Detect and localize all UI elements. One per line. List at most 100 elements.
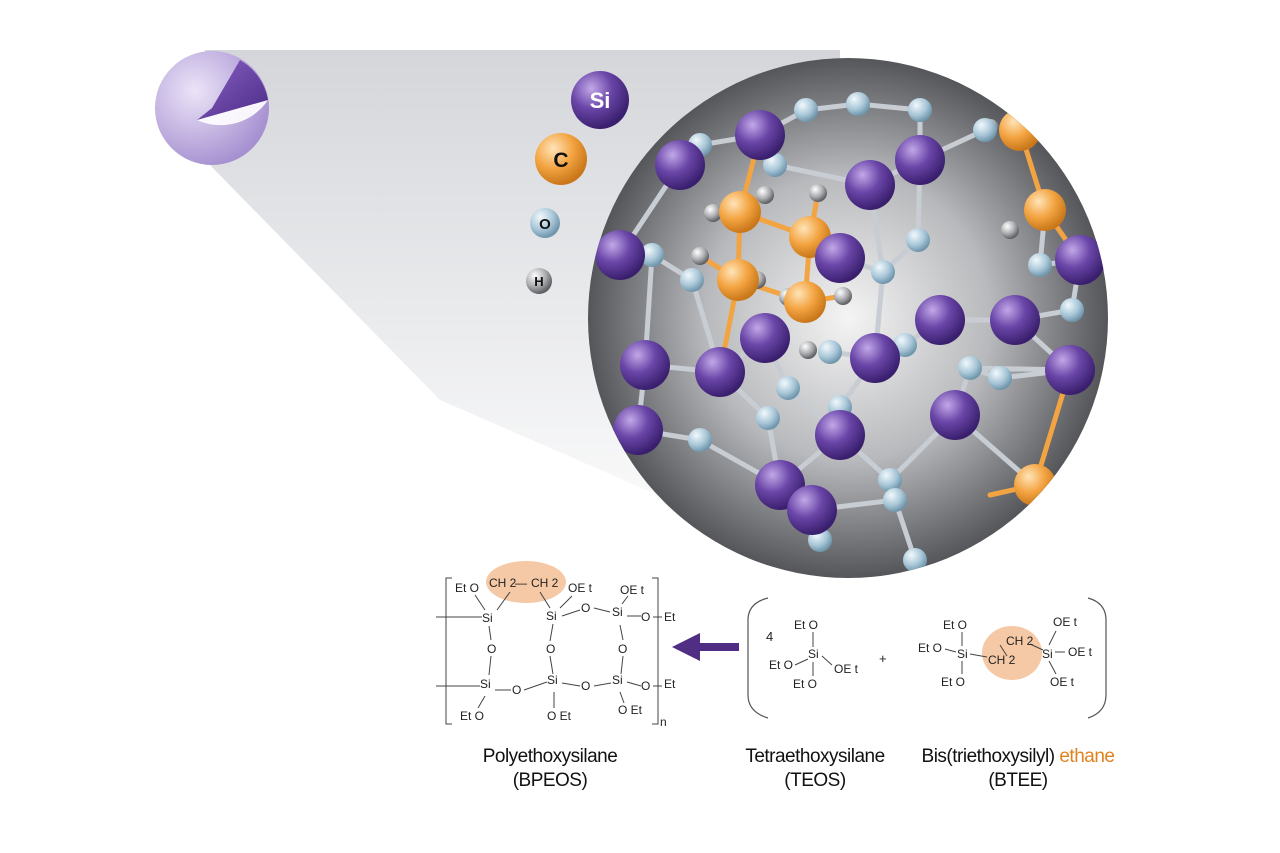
- silicon-atom: [740, 313, 790, 363]
- oxygen-atom-icon: [530, 208, 560, 238]
- oxygen-atom: [878, 468, 902, 492]
- silicon-atom: [595, 230, 645, 280]
- teos-label: Tetraethoxysilane (TEOS): [720, 745, 910, 793]
- bpeos-oet-bottom-1: O Et: [547, 709, 572, 723]
- oxygen-atom: [908, 98, 932, 122]
- carbon-atom: [999, 109, 1041, 151]
- legend-hydrogen: H: [526, 268, 552, 294]
- btee-oet-right: OE t: [1068, 645, 1093, 659]
- teos-structure: 4 Et O Et O Si OE t Et O: [766, 618, 859, 691]
- bpeos-oet-top-2: OE t: [620, 583, 645, 597]
- legend-c-label: C: [553, 149, 568, 172]
- legend-o-label: O: [539, 216, 551, 233]
- hydrogen-atom: [809, 184, 827, 202]
- bpeos-oet-bottom-2: O Et: [618, 703, 643, 717]
- bpeos-eto-bottom-left: Et O: [460, 709, 484, 723]
- teos-si: Si: [808, 647, 819, 661]
- legend: Si C O H: [526, 71, 629, 294]
- bpeos-o-6: O: [512, 683, 521, 697]
- legend-si-label: Si: [590, 88, 611, 113]
- bpeos-o-4: O: [546, 642, 555, 656]
- bpeos-si-2: Si: [546, 609, 557, 623]
- bpeos-si-4: Si: [480, 677, 491, 691]
- bpeos-si-5: Si: [547, 673, 558, 687]
- bpeos-et-2: Et: [664, 677, 676, 691]
- legend-silicon: Si: [571, 71, 629, 129]
- carbon-atom: [1014, 464, 1056, 506]
- oxygen-atom: [988, 366, 1012, 390]
- silicon-atom: [787, 485, 837, 535]
- bpeos-bonds: [436, 591, 662, 709]
- silicon-atom: [1055, 235, 1105, 285]
- bpeos-ch2-dash: —: [515, 576, 527, 590]
- bpeos-o-3: O: [487, 642, 496, 656]
- hydrogen-atom: [1001, 221, 1019, 239]
- silicon-atom: [620, 340, 670, 390]
- teos-eto-top: Et O: [794, 618, 818, 632]
- bpeos-o-8: O: [641, 679, 650, 693]
- silicon-atom: [915, 295, 965, 345]
- hydrogen-atom: [756, 186, 774, 204]
- bpeos-si-6: Si: [612, 673, 623, 687]
- btee-ch2-a: CH 2: [1006, 634, 1034, 648]
- hydrogen-atom: [799, 341, 817, 359]
- bpeos-oet-top-1: OE t: [568, 581, 593, 595]
- carbon-atom: [1024, 189, 1066, 231]
- btee-si-left: Si: [957, 647, 968, 661]
- silicon-atom: [990, 295, 1040, 345]
- bpeos-name: Polyethoxysilane: [482, 746, 618, 767]
- btee-ch2-highlight: [982, 626, 1042, 680]
- silicon-atom: [735, 110, 785, 160]
- oxygen-atom: [846, 92, 870, 116]
- oxygen-atom: [763, 153, 787, 177]
- bpeos-label: Polyethoxysilane (BPEOS): [450, 745, 650, 793]
- bpeos-o-2: O: [641, 610, 650, 624]
- oxygen-atom: [903, 548, 927, 572]
- molecular-lattice: [595, 92, 1105, 572]
- oxygen-atom: [688, 428, 712, 452]
- plus-sign: +: [879, 651, 887, 666]
- oxygen-atom: [973, 118, 997, 142]
- oxygen-atom: [906, 228, 930, 252]
- btee-name: Bis(triethoxysilyl): [921, 746, 1060, 767]
- bpeos-o-1: O: [581, 601, 590, 615]
- bpeos-subscript-n: n: [660, 715, 667, 729]
- oxygen-atom: [1028, 253, 1052, 277]
- hydrogen-atom: [704, 204, 722, 222]
- bpeos-si-3: Si: [612, 605, 623, 619]
- hydrogen-atom: [834, 287, 852, 305]
- carbon-atom-icon: [535, 133, 587, 185]
- silicon-atom: [815, 410, 865, 460]
- bpeos-ch2-highlight: [486, 561, 566, 603]
- bpeos-o-5: O: [618, 642, 627, 656]
- btee-eto-bottom: Et O: [941, 675, 965, 689]
- btee-name-line: Bis(triethoxysilyl) ethane: [900, 745, 1136, 769]
- silicon-atom: [815, 233, 865, 283]
- bpeos-ch2-a: CH 2: [489, 576, 517, 590]
- btee-abbr: (BTEE): [988, 770, 1048, 791]
- oxygen-atom: [756, 406, 780, 430]
- bpeos-right-bracket: [652, 577, 659, 725]
- teos-name: Tetraethoxysilane: [745, 746, 885, 767]
- hydrogen-atom-icon: [526, 268, 552, 294]
- btee-oet-top: OE t: [1053, 615, 1078, 629]
- bpeos-et-1: Et: [664, 610, 676, 624]
- btee-ch2-b: CH 2: [988, 653, 1016, 667]
- carbon-atom: [717, 259, 759, 301]
- hydrogen-atom: [691, 247, 709, 265]
- oxygen-atom: [883, 488, 907, 512]
- oxygen-atom: [818, 340, 842, 364]
- bpeos-o-7: O: [581, 679, 590, 693]
- teos-coefficient: 4: [766, 629, 773, 644]
- teos-abbr: (TEOS): [784, 770, 846, 791]
- carbon-atom: [719, 191, 761, 233]
- bpeos-abbr: (BPEOS): [512, 770, 588, 791]
- reactants-right-paren: [1087, 597, 1107, 719]
- oxygen-atom: [1060, 298, 1084, 322]
- silicon-atom: [655, 140, 705, 190]
- legend-h-label: H: [534, 274, 543, 289]
- teos-eto-bottom: Et O: [793, 677, 817, 691]
- oxygen-atom: [680, 268, 704, 292]
- btee-name-accent: ethane: [1059, 746, 1115, 767]
